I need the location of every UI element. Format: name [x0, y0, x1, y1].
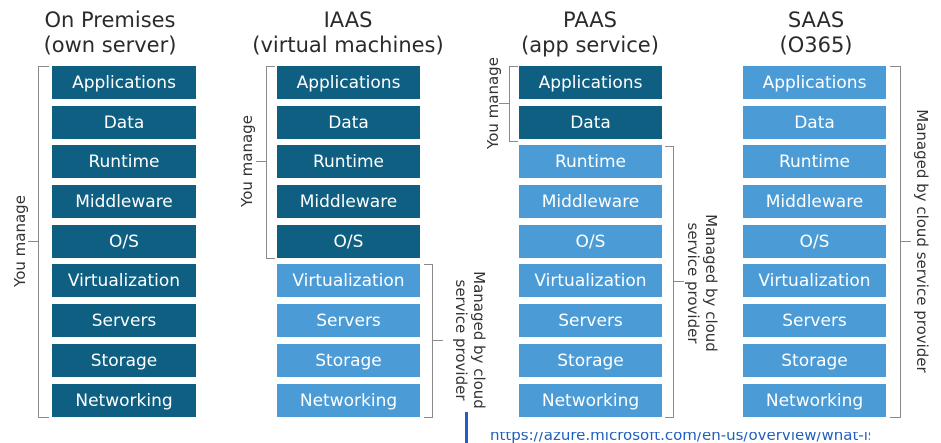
link-marker-bar: [465, 412, 468, 443]
bracket-saas-cloud-managed: [890, 66, 901, 418]
title-paas: PAAS(app service): [521, 8, 659, 57]
layer-networking: Networking: [52, 384, 196, 417]
stack-on-premises: Applications Data Runtime Middleware O/S…: [52, 66, 196, 417]
layer-middleware: Middleware: [743, 185, 886, 218]
bracket-paas-cloud-managed: [665, 146, 674, 418]
bracket-iaas-you-manage: [266, 66, 275, 259]
bracket-tick: [433, 340, 443, 341]
layer-servers: Servers: [519, 304, 662, 337]
layer-runtime: Runtime: [519, 145, 662, 178]
title-iaas: IAAS(virtual machines): [252, 8, 444, 57]
title-on-premises: On Premises(own server): [43, 8, 177, 57]
bracket-tick: [499, 103, 509, 104]
layer-applications: Applications: [277, 66, 420, 99]
layer-os: O/S: [52, 225, 196, 258]
layer-storage: Storage: [743, 344, 886, 377]
layer-applications: Applications: [519, 66, 662, 99]
layer-servers: Servers: [52, 304, 196, 337]
bracket-tick: [28, 241, 38, 242]
stack-saas: Applications Data Runtime Middleware O/S…: [743, 66, 886, 417]
layer-runtime: Runtime: [52, 145, 196, 178]
bracket-tick: [256, 161, 266, 162]
layer-os: O/S: [519, 225, 662, 258]
bracket-tick: [674, 281, 684, 282]
label-you-manage: You manage: [238, 115, 256, 207]
layer-servers: Servers: [743, 304, 886, 337]
layer-data: Data: [52, 106, 196, 139]
layer-storage: Storage: [519, 344, 662, 377]
layer-data: Data: [743, 106, 886, 139]
layer-middleware: Middleware: [519, 185, 662, 218]
stack-paas: Applications Data Runtime Middleware O/S…: [519, 66, 662, 417]
layer-virtualization: Virtualization: [277, 264, 420, 297]
layer-middleware: Middleware: [52, 185, 196, 218]
layer-virtualization: Virtualization: [743, 264, 886, 297]
layer-runtime: Runtime: [277, 145, 420, 178]
bracket-tick: [901, 241, 911, 242]
layer-applications: Applications: [52, 66, 196, 99]
layer-middleware: Middleware: [277, 185, 420, 218]
layer-os: O/S: [277, 225, 420, 258]
layer-storage: Storage: [52, 344, 196, 377]
layer-applications: Applications: [743, 66, 886, 99]
layer-storage: Storage: [277, 344, 420, 377]
label-you-manage: You manage: [484, 57, 502, 149]
link-fragment[interactable]: https://azure.microsoft.com/en-us/overvi…: [490, 432, 870, 443]
layer-data: Data: [277, 106, 420, 139]
title-saas: SAAS(O365): [779, 8, 853, 57]
layer-runtime: Runtime: [743, 145, 886, 178]
layer-virtualization: Virtualization: [519, 264, 662, 297]
bracket-on-premises-you-manage: [38, 66, 49, 418]
stack-iaas: Applications Data Runtime Middleware O/S…: [277, 66, 420, 417]
layer-networking: Networking: [519, 384, 662, 417]
bracket-paas-you-manage: [509, 66, 518, 142]
layer-networking: Networking: [277, 384, 420, 417]
layer-virtualization: Virtualization: [52, 264, 196, 297]
bracket-iaas-cloud-managed: [424, 264, 433, 418]
layer-networking: Networking: [743, 384, 886, 417]
label-managed-by-cloud-service-provider: Managed by cloud service provider: [913, 109, 931, 373]
layer-servers: Servers: [277, 304, 420, 337]
layer-data: Data: [519, 106, 662, 139]
layer-os: O/S: [743, 225, 886, 258]
label-you-manage: You manage: [11, 195, 29, 287]
